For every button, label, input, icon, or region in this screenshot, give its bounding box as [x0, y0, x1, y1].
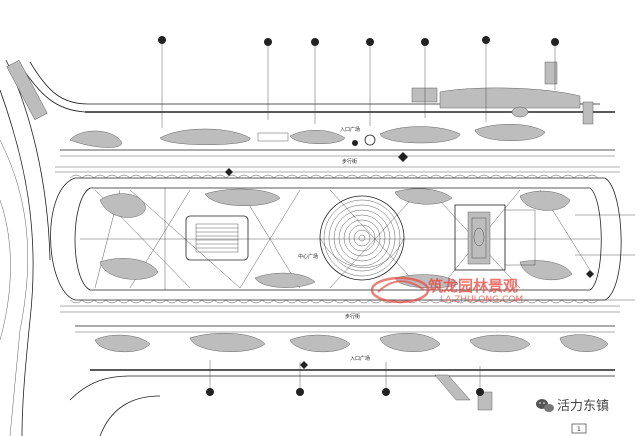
label-road-top: 步行街: [342, 158, 357, 165]
page-number: 1: [577, 426, 581, 433]
callout-bubble: [382, 388, 390, 396]
bottom-street-lines: [60, 305, 620, 436]
island-planting-beds: [99, 188, 573, 289]
watermark-site-name: 筑龙园林景观: [427, 277, 518, 295]
callout-bubble: [311, 38, 319, 46]
callout-bubble: [482, 36, 490, 44]
callout-bubble: [421, 38, 429, 46]
callout-bubble: [206, 388, 214, 396]
callout-bubble: [352, 140, 358, 146]
label-road-bottom: 步行街: [345, 313, 360, 320]
page-number-box: [571, 423, 587, 434]
watermark-site-url: LA.ZHULONG.COM: [440, 295, 523, 305]
label-north-plaza: 入口广场: [340, 126, 360, 133]
wechat-tag: 活力东镇: [536, 399, 609, 414]
callout-bubble: [158, 36, 166, 44]
zhulong-watermark: 筑龙园林景观 LA.ZHULONG.COM: [370, 276, 523, 305]
bottom-planting-strip: [94, 333, 609, 411]
callout-bubbles: [158, 36, 559, 396]
label-south-plaza: 入口广场: [350, 355, 370, 362]
callout-leaders: [161, 40, 635, 392]
callout-bubble: [264, 38, 272, 46]
right-building: [454, 204, 536, 271]
label-center-plaza: 中心广场: [298, 253, 318, 260]
callout-bubble: [364, 134, 376, 146]
level-markers: [225, 152, 594, 369]
callout-bubble: [296, 388, 304, 396]
top-planting-strip: [69, 61, 594, 148]
callout-bubble: [476, 388, 484, 396]
callout-bubble: [366, 38, 374, 46]
area-labels: 入口广场 步行街 中心广场 步行街 入口广场: [298, 126, 370, 362]
left-curved-road: [0, 59, 612, 436]
wechat-icon: [536, 399, 554, 412]
callout-bubble: [551, 38, 559, 46]
left-pavilion: [185, 215, 249, 261]
account-name: 活力东镇: [557, 399, 609, 414]
